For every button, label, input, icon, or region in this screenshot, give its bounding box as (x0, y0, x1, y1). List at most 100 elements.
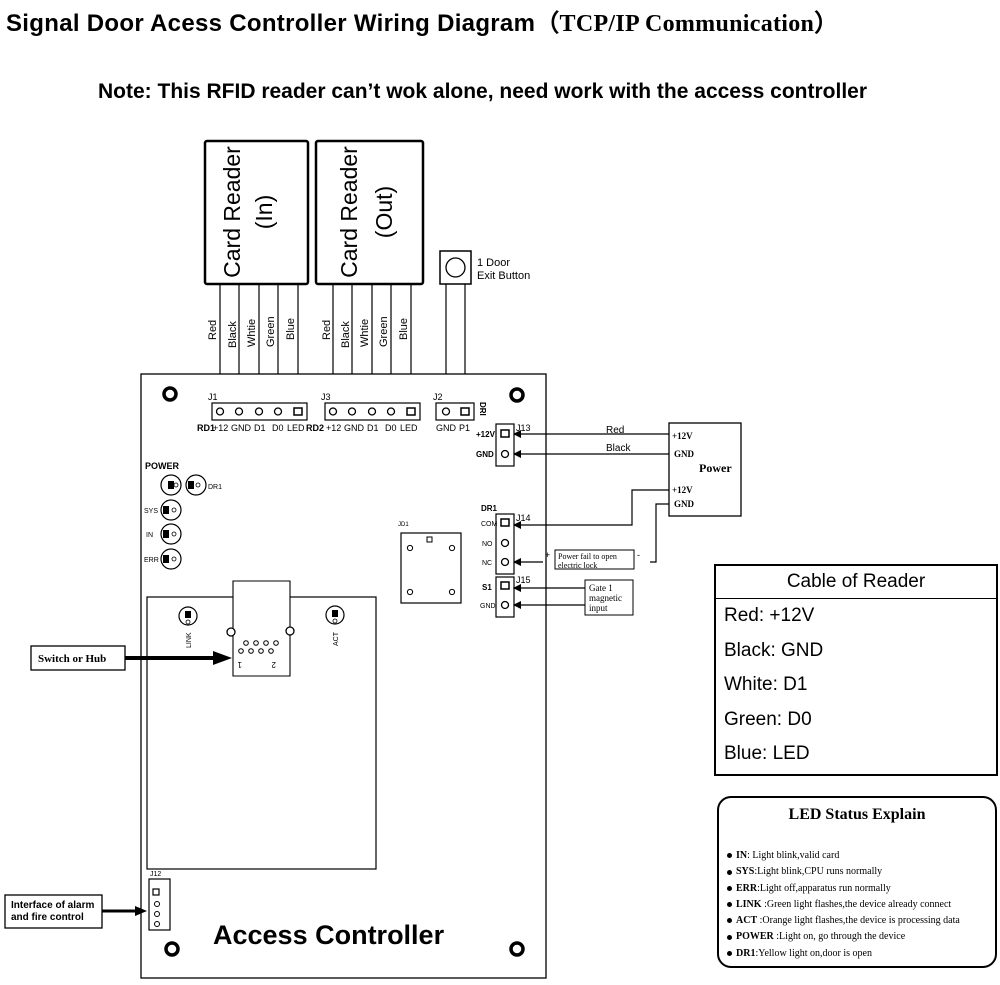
card-reader-in-line2: (In) (251, 195, 277, 230)
j13-pin-12v: +12V (476, 430, 496, 439)
bullet-icon (727, 885, 732, 891)
gate-note-line3: input (589, 603, 608, 613)
r2-wire-black: Black (340, 321, 352, 348)
led-act-label: ACT (333, 631, 340, 646)
card-reader-out: Card Reader (Out) (314, 139, 425, 286)
j3-pin-d0: D0 (385, 423, 397, 433)
gate-note-line1: Gate 1 (589, 583, 613, 593)
bullet-icon (727, 934, 732, 940)
title-paren: （TCP/IP Communication） (535, 11, 839, 37)
bullet-icon (727, 950, 732, 956)
j14-pin-no: NO (482, 541, 493, 548)
led-sys-icon (160, 499, 182, 521)
j13-pin-gnd: GND (476, 450, 494, 459)
cable-row-blue: Blue: LED (724, 743, 810, 764)
reader2-wire-labels: Red Black Whtie Green Blue (321, 316, 410, 348)
bullet-icon (727, 853, 732, 859)
title-main: Signal Door Acess Controller Wiring Diag… (6, 10, 536, 37)
j3-connector (324, 402, 421, 421)
r2-wire-blue: Blue (398, 318, 410, 340)
led-status-key: IN (736, 850, 748, 861)
led-status-item: LINK :Green light flashes,the device alr… (719, 897, 995, 913)
led-status-item: ERR:Light off,apparatus run normally (719, 881, 995, 897)
led-status-text: :Orange light flashes,the device is proc… (757, 915, 960, 927)
led-status-box: LED Status Explain IN: Light blink,valid… (717, 796, 997, 968)
j14-group: DR1 (481, 504, 498, 513)
led-status-text: :Light blink,CPU runs normally (754, 866, 883, 878)
card-reader-out-line1: Card Reader (336, 146, 362, 278)
led-status-item: SYS:Light blink,CPU runs normally (719, 864, 995, 880)
cable-row-white: White: D1 (724, 674, 808, 695)
power-pin2: GND (674, 449, 695, 459)
j12-connector (148, 878, 171, 931)
alarm-arrow-icon (102, 906, 147, 916)
lock-wires (513, 489, 669, 566)
led-status-header: LED Status Explain (788, 806, 926, 823)
led-power-label: POWER (145, 461, 180, 471)
led-status-key: DR1 (736, 947, 756, 959)
gate-note (584, 579, 634, 616)
j2-connector (435, 402, 475, 421)
bullet-icon (727, 918, 732, 924)
lock-note-line2: electric lock (558, 561, 597, 570)
led-in-label: IN (146, 532, 153, 539)
lock-note-line1: Power fail to open (558, 552, 617, 561)
j1-pin-d1: D1 (254, 423, 266, 433)
j3-pin-led: LED (400, 423, 418, 433)
lock-note-plus: + (545, 550, 550, 560)
gate-note-line2: magnetic (589, 593, 622, 603)
rj45-pin1: 1 (237, 660, 242, 669)
led-status-key: ERR (736, 882, 758, 894)
j1-rd: RD1 (197, 423, 215, 433)
j15-connector (495, 576, 515, 618)
led-err-icon (160, 548, 182, 570)
j2-id: J2 (433, 392, 443, 402)
j1-pin-gnd: GND (231, 423, 252, 433)
j12-id: J12 (150, 871, 161, 878)
r1-wire-red: Red (207, 320, 219, 340)
j14-connector (495, 513, 515, 575)
card-reader-in-line1: Card Reader (219, 146, 245, 278)
j2-pin-p1: P1 (459, 423, 470, 433)
j1-id: J1 (208, 392, 218, 402)
led-err-label: ERR (144, 557, 159, 564)
card-reader-in: Card Reader (In) (203, 139, 310, 286)
j3-pin-labels: +12 GND D1 D0 LED (326, 423, 418, 433)
j1-connector (211, 402, 308, 421)
exit-button-line1: 1 Door (477, 257, 510, 269)
switch-hub-label: Switch or Hub (38, 653, 106, 665)
j15-id: J15 (516, 575, 531, 585)
j1-pin-led: LED (287, 423, 305, 433)
lock-note (554, 549, 635, 570)
led-status-item: POWER :Light on, go through the device (719, 929, 995, 945)
power-pin3: +12V (672, 485, 693, 495)
led-status-item: ACT :Orange light flashes,the device is … (719, 913, 995, 929)
gate-wires (513, 584, 585, 609)
led-link-icon (178, 606, 198, 626)
cable-row-red: Red: +12V (724, 605, 815, 626)
r1-wire-blue: Blue (285, 318, 297, 340)
led-status-item: DR1:Yellow light on,door is open (719, 946, 995, 962)
jd1-label: JD1 (398, 522, 409, 528)
led-status-key: ACT (736, 915, 758, 927)
led-act-icon (325, 605, 345, 625)
alarm-line2: and fire control (11, 912, 84, 923)
j13-id: J13 (516, 423, 531, 433)
card-reader-out-line2: (Out) (371, 186, 397, 238)
led-status-text: :Light on, go through the device (773, 931, 906, 943)
power-label: Power (699, 461, 732, 475)
led-status-text: :Yellow light on,door is open (755, 947, 872, 959)
cable-table-header: Cable of Reader (716, 566, 996, 599)
alarm-line1: Interface of alarm (11, 900, 94, 911)
j3-pin-12v: +12 (326, 423, 341, 433)
power-wires (513, 430, 669, 458)
j15-pin-gnd: GND (480, 603, 496, 610)
power-pin1: +12V (672, 431, 693, 441)
power-wire-black: Black (606, 443, 631, 454)
power-wire-red: Red (606, 425, 624, 436)
switch-arrow-icon (125, 651, 232, 665)
j1-pin-labels: +12 GND D1 D0 LED (213, 423, 305, 433)
j14-id: J14 (516, 513, 531, 523)
relay-jd1 (400, 532, 462, 604)
alarm-box (4, 894, 103, 929)
